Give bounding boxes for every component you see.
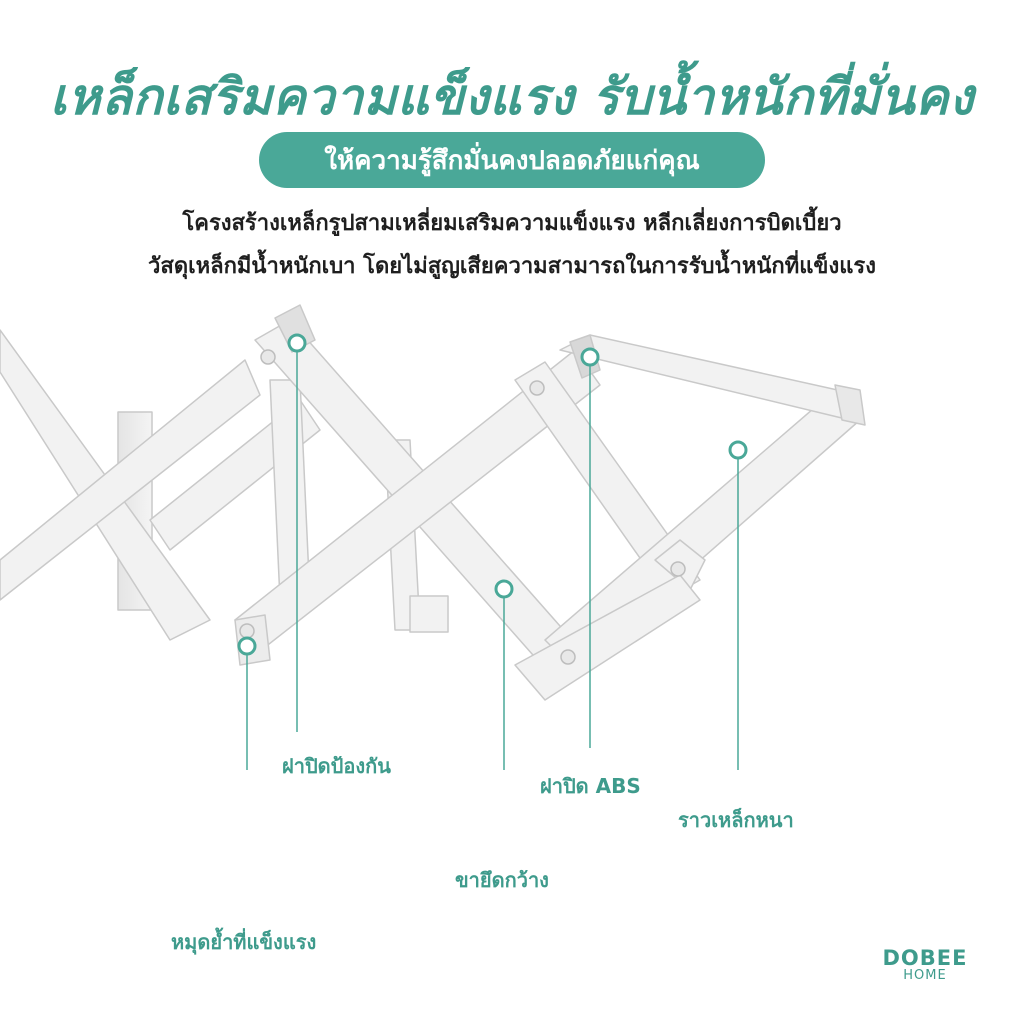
rivet bbox=[670, 561, 686, 577]
rack-end-cap bbox=[834, 384, 866, 426]
rack-foot bbox=[409, 595, 449, 633]
subheadline-text: ให้ความรู้สึกมั่นคงปลอดภัยแก่คุณ bbox=[324, 145, 700, 176]
callout-label-wide-bracket: ขายึดกว้าง bbox=[455, 868, 549, 892]
callout-dot bbox=[237, 636, 257, 656]
rivet bbox=[560, 649, 576, 665]
callout-dot bbox=[494, 579, 514, 599]
rivet bbox=[239, 623, 255, 639]
description-line-2: วัสดุเหล็กมีน้ำหนักเบา โดยไม่สูญเสียความ… bbox=[148, 254, 876, 279]
callout-label-rivet: หมุดย้ำที่แข็งแรง bbox=[171, 930, 317, 954]
rack-arm bbox=[514, 361, 701, 599]
rivet bbox=[529, 380, 545, 396]
callout-dot bbox=[728, 440, 748, 460]
brand-subname: HOME bbox=[903, 968, 947, 983]
callout-dots bbox=[237, 333, 748, 656]
brand-name: DOBEE bbox=[882, 946, 968, 970]
brand-logo: DOBEE HOME bbox=[880, 946, 970, 983]
callout-dot bbox=[580, 347, 600, 367]
rack-frame bbox=[0, 304, 866, 701]
rivet bbox=[260, 349, 276, 365]
subheadline-banner: ให้ความรู้สึกมั่นคงปลอดภัยแก่คุณ bbox=[259, 132, 765, 188]
drying-rack-illustration bbox=[0, 304, 866, 770]
rivets bbox=[239, 349, 686, 665]
callout-label-protective-cap: ฝาปิดป้องกัน bbox=[282, 754, 391, 778]
rack-rail bbox=[514, 574, 701, 701]
callout-label-abs-cap: ฝาปิด ABS bbox=[540, 774, 641, 798]
headline: เหล็กเสริมความแข็งแรง รับน้ำหนักที่มั่นค… bbox=[50, 68, 974, 126]
callout-label-thick-rail: ราวเหล็กหนา bbox=[678, 808, 794, 832]
callout-dot bbox=[287, 333, 307, 353]
rack-arm bbox=[0, 359, 261, 601]
rack-arm bbox=[559, 334, 861, 421]
callout-lines bbox=[246, 350, 739, 770]
description-line-1: โครงสร้างเหล็กรูปสามเหลี่ยมเสริมความแข็ง… bbox=[182, 211, 842, 236]
